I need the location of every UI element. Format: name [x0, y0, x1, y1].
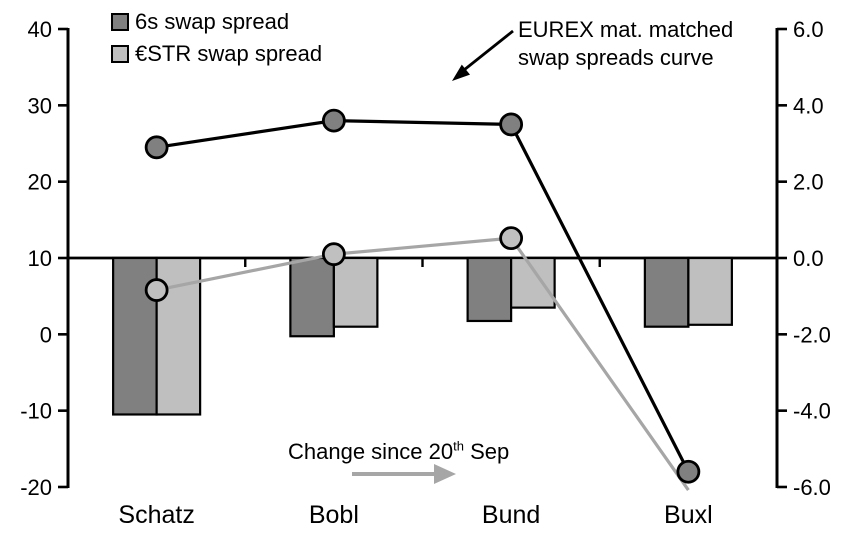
- curve-annotation-line2: swap spreads curve: [518, 45, 714, 70]
- left-axis-tick-label: 20: [28, 170, 52, 195]
- category-label-bobl: Bobl: [309, 501, 359, 529]
- marker-6s-bund: [499, 112, 524, 137]
- change-annotation-suffix: Sep: [463, 439, 510, 464]
- category-label-bund: Bund: [482, 501, 540, 529]
- category-label-buxl: Buxl: [664, 501, 713, 529]
- legend-swatch-estr-icon: [111, 45, 129, 63]
- legend: 6s swap spread €STR swap spread: [111, 11, 322, 65]
- bar-6s-buxl: [643, 256, 690, 328]
- marker-estr-bobl: [321, 242, 346, 267]
- marker-6s-buxl: [676, 459, 701, 484]
- left-axis-tick-label: -20: [20, 475, 52, 500]
- line-6s: [156, 119, 690, 473]
- left-axis-tick-label: 30: [28, 93, 52, 118]
- marker-6s-bobl: [321, 108, 346, 133]
- marker-6s-schatz: [144, 135, 169, 160]
- change-arrow-icon: [352, 464, 456, 484]
- right-axis-tick-label: -6.0: [793, 475, 831, 500]
- change-annotation-prefix: Change since 20: [288, 439, 454, 464]
- left-axis-tick-label: 10: [28, 246, 52, 271]
- right-axis-tick-label: 2.0: [793, 170, 824, 195]
- line-estr: [156, 236, 690, 491]
- bar-6s-bobl: [289, 256, 335, 338]
- right-axis-tick-label: 6.0: [793, 17, 824, 42]
- marker-estr-bund: [499, 226, 524, 251]
- right-axis-tick-label: -2.0: [793, 322, 831, 347]
- right-axis-tick-label: 0.0: [793, 246, 824, 271]
- change-annotation-sup: th: [453, 438, 464, 454]
- bar-estr-bund: [510, 256, 556, 309]
- legend-item-6s: 6s swap spread: [111, 11, 322, 33]
- curve-annotation: EUREX mat. matched swap spreads curve: [518, 16, 733, 72]
- left-axis-tick-label: 40: [28, 17, 52, 42]
- legend-item-estr: €STR swap spread: [111, 43, 322, 65]
- marker-estr-schatz: [144, 278, 169, 302]
- legend-swatch-6s-icon: [111, 13, 129, 31]
- bar-6s-bund: [466, 256, 513, 323]
- legend-label-6s: 6s swap spread: [135, 9, 290, 34]
- category-label-schatz: Schatz: [118, 501, 194, 529]
- right-axis-tick-label: -4.0: [793, 399, 831, 424]
- curve-annotation-arrow-icon: [452, 29, 514, 81]
- change-annotation: Change since 20th Sep: [288, 440, 509, 464]
- right-axis-tick-label: 4.0: [793, 93, 824, 118]
- legend-label-estr: €STR swap spread: [135, 41, 323, 66]
- bar-estr-buxl: [687, 256, 733, 326]
- curve-annotation-line1: EUREX mat. matched: [518, 17, 734, 42]
- left-axis-tick-label: 0: [40, 322, 52, 347]
- bar-estr-bobl: [332, 256, 379, 328]
- plot-area: 403020100-10-206.04.02.00.0-2.0-4.0-6.0S…: [20, 17, 831, 529]
- left-axis-tick-label: -10: [20, 399, 52, 424]
